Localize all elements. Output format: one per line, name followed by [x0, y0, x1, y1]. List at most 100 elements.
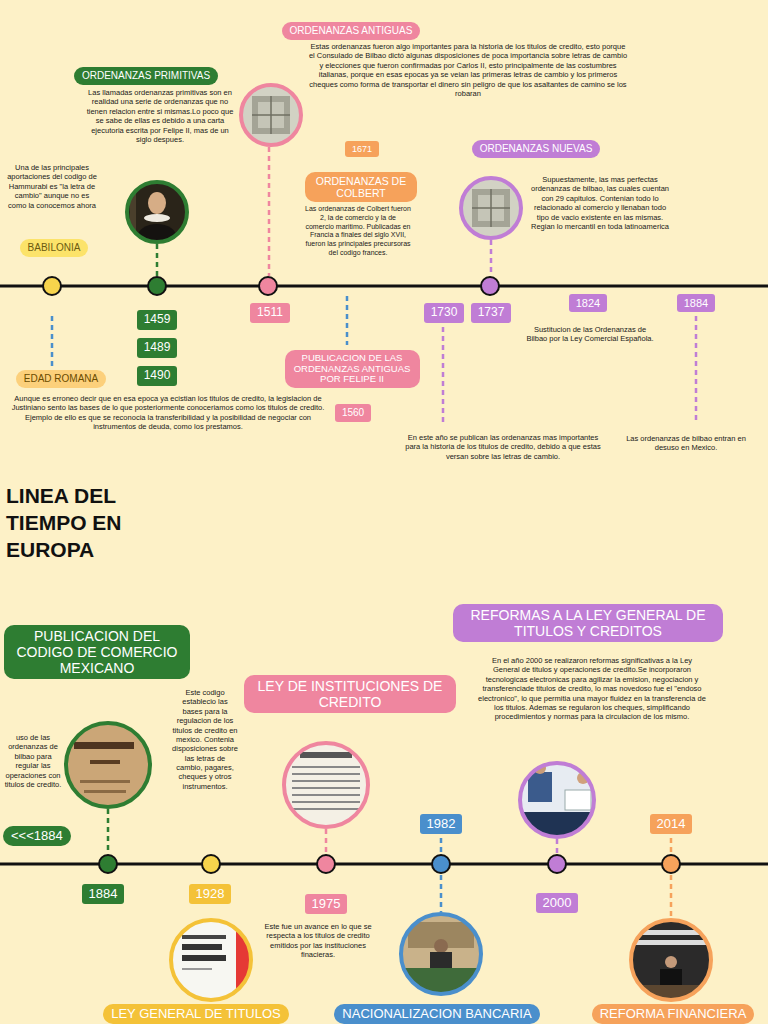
- leader-line: [346, 296, 349, 345]
- year-box: 1560: [335, 404, 371, 422]
- leader-line: [268, 147, 271, 276]
- event-pill: <<<1884: [3, 826, 71, 847]
- timeline-title: LINEA DEL TIEMPO EN EUROPA: [6, 482, 134, 563]
- picture-ring: [241, 85, 301, 145]
- year-label: 1511: [257, 306, 283, 320]
- leader-lines: [52, 147, 696, 918]
- book-picture: [60, 718, 156, 814]
- year-box: 1737: [471, 303, 512, 323]
- description-holder: Sustitucion de las Ordenanzas de Bilbao …: [523, 325, 658, 344]
- event-description: Aunque es erroneo decir que en esa epoca…: [8, 394, 328, 432]
- event-heading: <<<1884: [11, 829, 63, 844]
- year-label: 1975: [312, 897, 341, 912]
- year-box: 2014: [650, 814, 693, 835]
- timeline-dot: [317, 855, 335, 873]
- event-pill: PUBLICACION DE LAS ORDENANZAS ANTIGUAS P…: [285, 350, 420, 389]
- event-heading: LEY GENERAL DE TITULOS: [111, 1007, 281, 1022]
- engraving-picture: [235, 80, 307, 152]
- title-holder: LINEA DEL TIEMPO EN EUROPA: [6, 482, 134, 563]
- event-heading: ORDENANZAS DE COLBERT: [313, 175, 409, 199]
- event-description: En este año se publican las ordenanzas m…: [403, 433, 603, 461]
- meeting-picture: [518, 761, 596, 839]
- description-holder: Supuestamente, las mas perfectas ordenan…: [530, 175, 670, 231]
- description-holder: Aunque es erroneo decir que en esa epoca…: [8, 394, 328, 432]
- event-pill: ORDENANZAS ANTIGUAS: [282, 22, 421, 40]
- year-box: 1459: [137, 310, 178, 330]
- picture-ring: [127, 182, 187, 242]
- description-holder: Las llamadas ordenanzas primitivas son e…: [85, 88, 235, 144]
- description-holder: Este fue un avance en lo que se respecta…: [263, 922, 373, 960]
- timeline-dot: [148, 277, 166, 295]
- year-box: 1511: [250, 303, 290, 323]
- description-holder: Este codigo establecio las bases para la…: [172, 688, 238, 791]
- event-description: Las llamadas ordenanzas primitivas son e…: [85, 88, 235, 144]
- office-picture: [400, 913, 482, 996]
- timeline-dot: [202, 855, 220, 873]
- event-heading: NACIONALIZACION BANCARIA: [342, 1007, 531, 1022]
- portrait-picture: [120, 175, 200, 255]
- year-label: 1824: [576, 297, 600, 310]
- leader-line: [695, 316, 698, 424]
- event-description: Este fue un avance en lo que se respecta…: [263, 922, 373, 960]
- year-label: 1490: [144, 369, 171, 383]
- timeline-dot: [99, 855, 117, 873]
- year-box: 1884: [677, 294, 715, 313]
- description-holder: Una de las principales aportaciones del …: [5, 163, 99, 210]
- year-label: 1671: [352, 144, 372, 154]
- event-heading: ORDENANZAS ANTIGUAS: [290, 25, 413, 37]
- timeline-dot: [432, 855, 450, 873]
- event-description: Estas ordenanzas fueron algo importantes…: [308, 42, 628, 98]
- year-box: 1490: [137, 366, 178, 386]
- timeline-dot: [43, 277, 61, 295]
- leader-line: [107, 809, 110, 854]
- event-pill: LEY DE INSTITUCIONES DE CREDITO: [244, 675, 456, 713]
- event-heading: PUBLICACION DEL CODIGO DE COMERCIO MEXIC…: [12, 628, 182, 676]
- year-label: 2014: [657, 817, 686, 832]
- year-box: 2000: [536, 893, 579, 914]
- year-label: 1737: [478, 306, 505, 320]
- event-heading: BABILONIA: [28, 242, 81, 254]
- picture-ring: [284, 743, 368, 827]
- law-book-picture: [170, 919, 254, 1001]
- event-pill: LEY GENERAL DE TITULOS: [103, 1004, 289, 1024]
- newspaper-picture: [280, 740, 372, 832]
- event-description: Las ordenanzas de Colbert fueron 2, la d…: [305, 205, 411, 258]
- year-label: 1982: [427, 817, 456, 832]
- timeline-dots: [43, 277, 680, 873]
- timeline-axis: [0, 285, 768, 288]
- event-heading: ORDENANZAS NUEVAS: [480, 143, 593, 155]
- event-pill: NACIONALIZACION BANCARIA: [334, 1004, 539, 1024]
- event-pill: ORDENANZAS NUEVAS: [472, 140, 601, 158]
- year-box: 1730: [424, 303, 465, 323]
- leader-line: [325, 829, 328, 854]
- event-description: En el año 2000 se realizaron reformas si…: [478, 656, 706, 722]
- event-pill: PUBLICACION DEL CODIGO DE COMERCIO MEXIC…: [4, 625, 190, 679]
- description-holder: Estas ordenanzas fueron algo importantes…: [308, 42, 628, 98]
- event-heading: EDAD ROMANA: [24, 373, 98, 385]
- ceremony-picture: [630, 919, 712, 1001]
- event-pill: REFORMAS A LA LEY GENERAL DE TITULOS Y C…: [453, 604, 723, 642]
- year-box: 1824: [569, 294, 607, 313]
- year-label: 1730: [431, 306, 458, 320]
- year-label: 1884: [684, 297, 708, 310]
- year-label: 1560: [342, 407, 364, 419]
- picture-rings: [66, 85, 711, 1000]
- year-box: 1671: [345, 141, 379, 157]
- leader-line: [670, 838, 673, 854]
- timeline-dot: [481, 277, 499, 295]
- event-pill: REFORMA FINANCIERA: [592, 1004, 755, 1024]
- description-holder: Las ordenanzas de Colbert fueron 2, la d…: [305, 205, 411, 258]
- year-box: 1489: [137, 338, 178, 358]
- year-label: 1884: [89, 887, 118, 902]
- event-description: Sustitucion de las Ordenanzas de Bilbao …: [523, 325, 658, 344]
- engraving-picture: [455, 172, 527, 244]
- picture-ring: [631, 920, 711, 1000]
- event-heading: REFORMA FINANCIERA: [600, 1007, 747, 1022]
- event-pill: BABILONIA: [20, 239, 89, 257]
- year-label: 1928: [196, 887, 225, 902]
- leader-line: [156, 244, 159, 276]
- event-heading: PUBLICACION DE LAS ORDENANZAS ANTIGUAS P…: [293, 353, 412, 386]
- picture-ring: [66, 723, 150, 807]
- event-description: Las ordenanzas de bilbao entran en desus…: [621, 434, 751, 453]
- description-holder: En el año 2000 se realizaron reformas si…: [478, 656, 706, 722]
